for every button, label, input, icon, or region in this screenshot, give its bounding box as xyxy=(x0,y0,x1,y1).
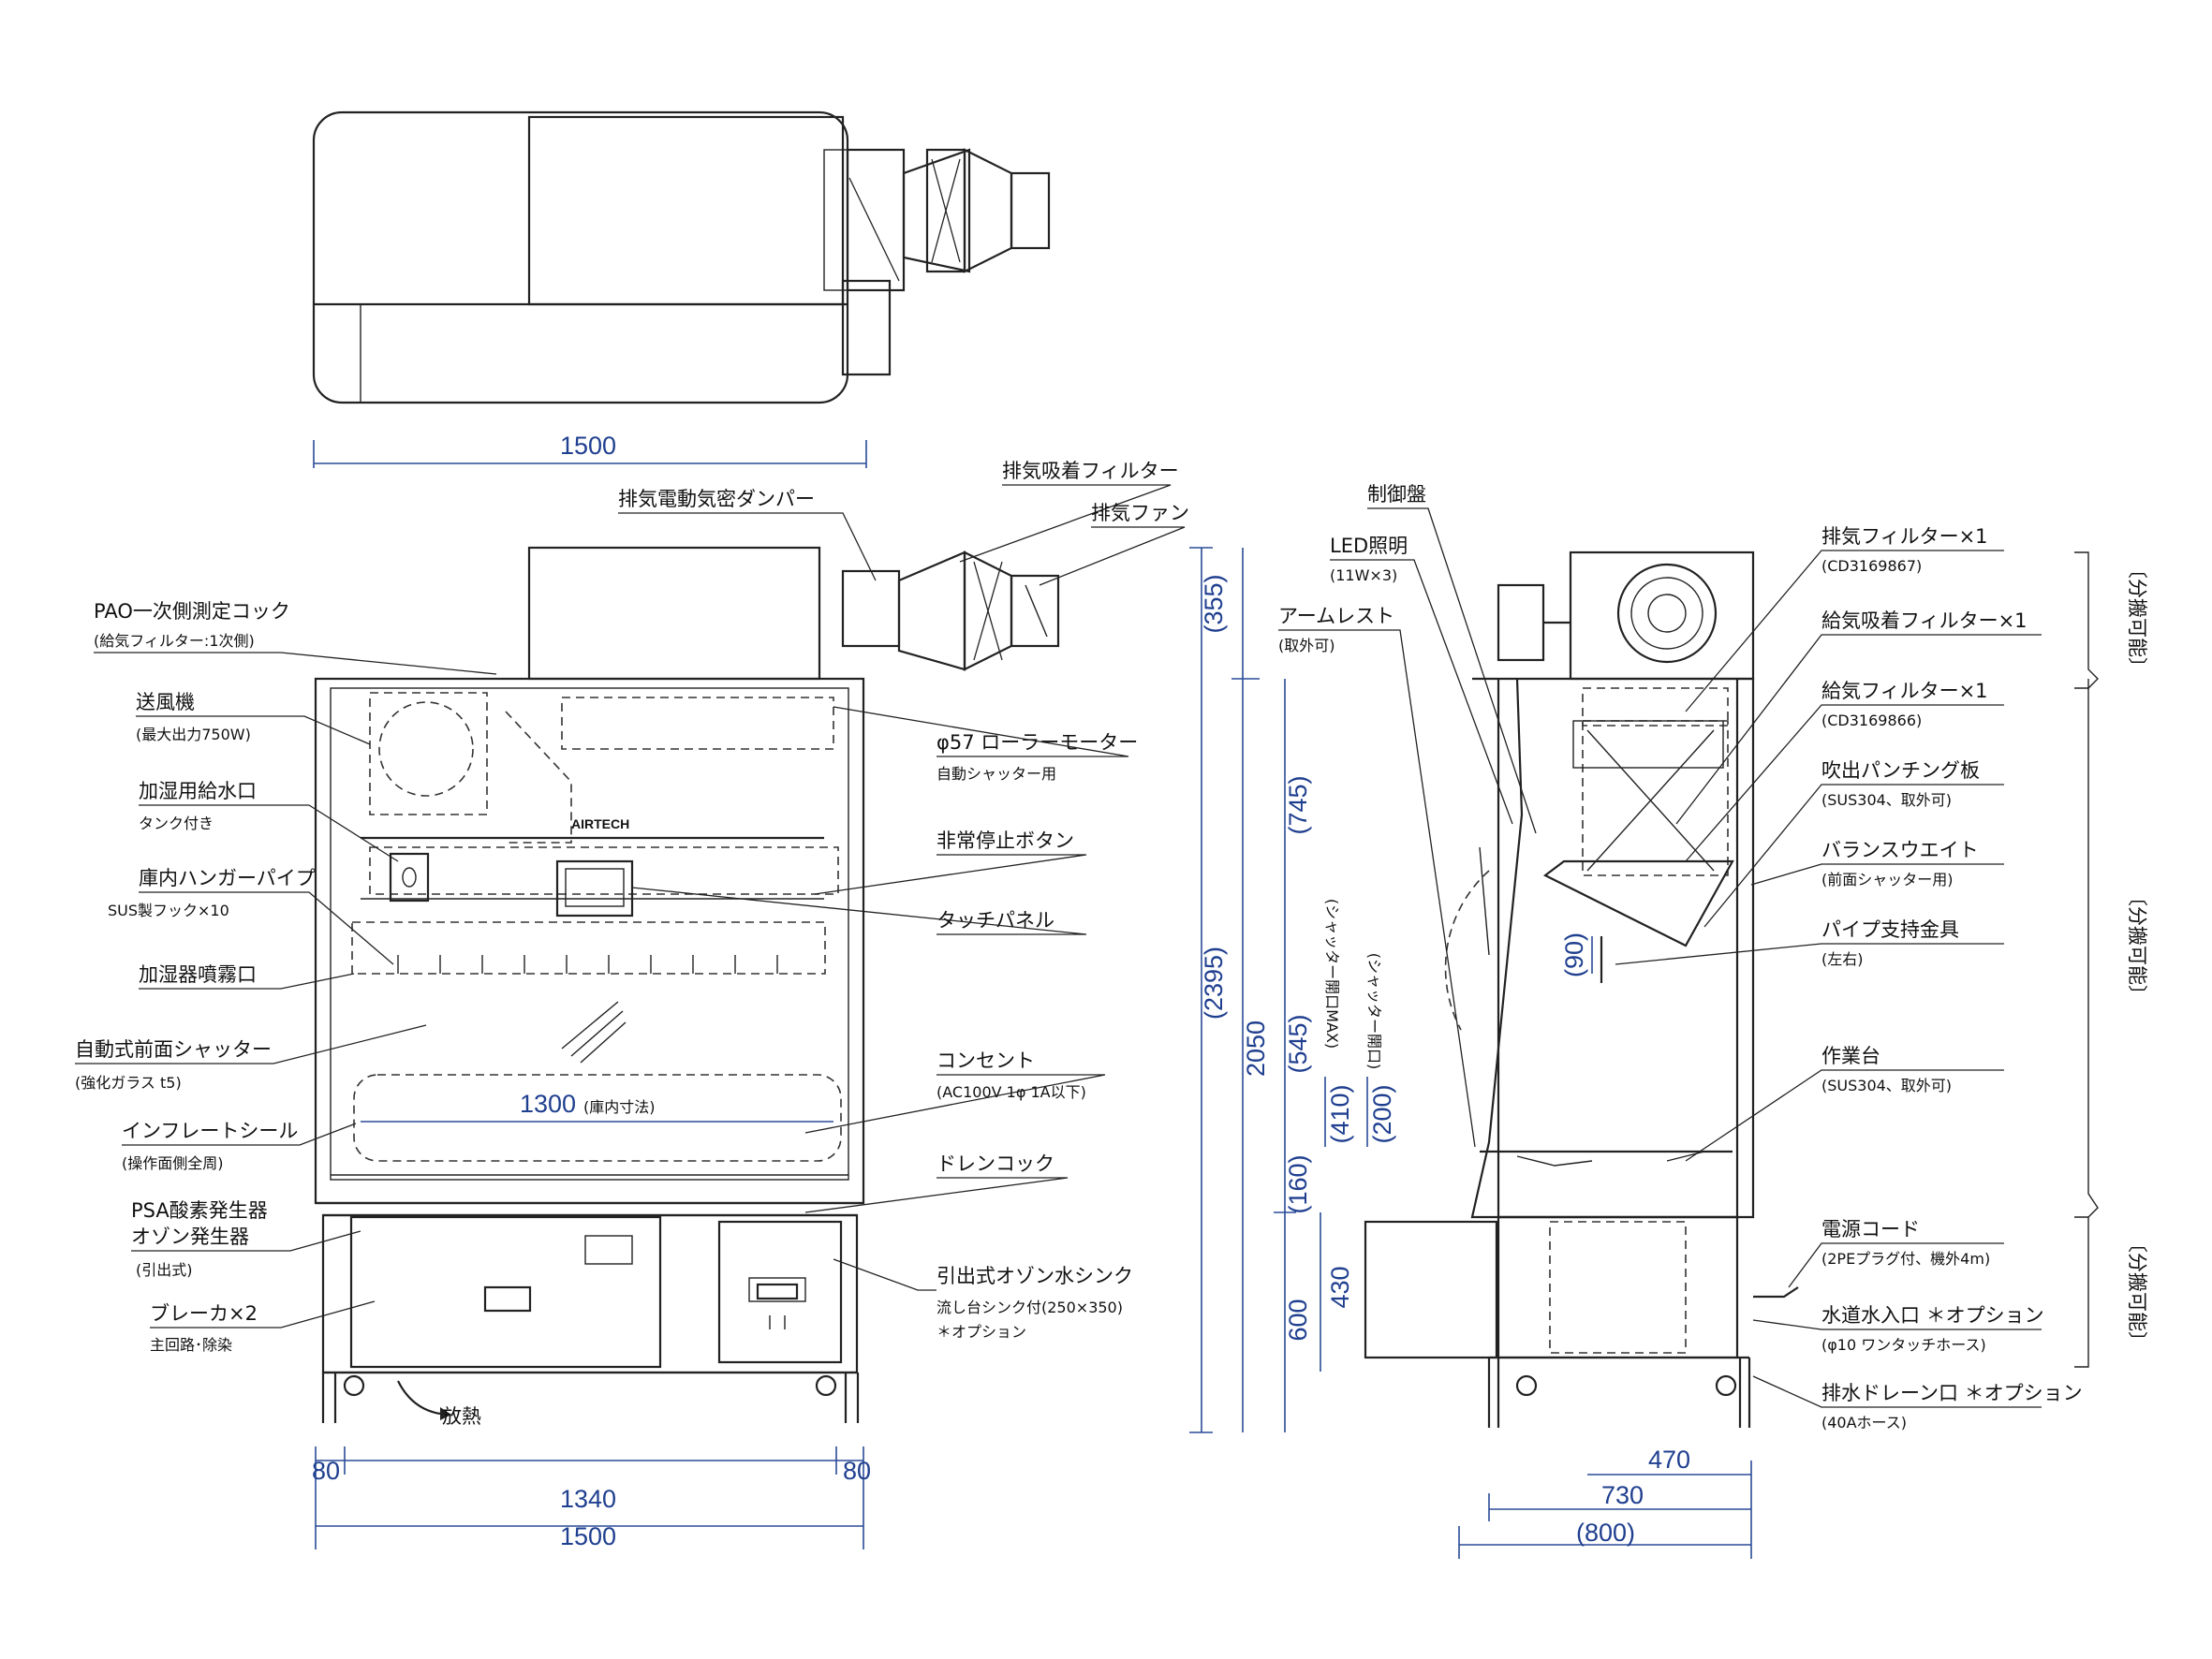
svg-text:(SUS304、取外可): (SUS304、取外可) xyxy=(1821,1077,1952,1094)
label-water-inlet: 水道水入口 ＊オプション xyxy=(1821,1304,2044,1327)
front-view: AIRTECH 1300 (庫内寸法) xyxy=(312,546,1060,1550)
bracket-label-1: 〔分搬可能〕 xyxy=(2126,559,2148,677)
label-blower: 送風機 xyxy=(136,691,195,713)
label-emergency-stop: 非常停止ボタン xyxy=(936,830,1074,852)
svg-text:(左右): (左右) xyxy=(1821,950,1864,968)
dim-90: (90) xyxy=(1560,932,1588,977)
svg-text:(強化ガラス t5): (強化ガラス t5) xyxy=(75,1074,182,1092)
dim-745: (745) xyxy=(1284,775,1312,834)
dim-355: (355) xyxy=(1200,574,1228,633)
svg-text:(操作面側全周): (操作面側全周) xyxy=(122,1154,224,1172)
label-hanger-pipe: 庫内ハンガーパイプ xyxy=(139,867,316,889)
svg-text:SUS製フック×10: SUS製フック×10 xyxy=(108,902,229,919)
label-led: LED照明 xyxy=(1330,535,1408,557)
label-exhaust-fan: 排気ファン xyxy=(1091,502,1189,524)
shutter-max-label: (シャッター開口MAX) xyxy=(1323,899,1341,1049)
dim-left-80: 80 xyxy=(312,1457,340,1485)
dim-200: (200) xyxy=(1368,1084,1396,1143)
label-humidifier-nozzle: 加湿器噴霧口 xyxy=(139,963,257,986)
bracket-label-2: 〔分搬可能〕 xyxy=(2126,887,2148,1005)
label-balance-weight: バランスウエイト xyxy=(1821,839,1979,861)
svg-text:(40Aホース): (40Aホース) xyxy=(1821,1414,1907,1431)
label-work-table: 作業台 xyxy=(1821,1045,1880,1067)
brand-logo: AIRTECH xyxy=(571,816,629,831)
dim-right-80: 80 xyxy=(843,1457,871,1485)
dim-160: (160) xyxy=(1284,1154,1312,1213)
front-right-labels: 排気電動気密ダンパー 排気吸着フィルター 排気ファン φ57 ローラーモーター … xyxy=(618,460,1189,1341)
top-view: 1500 xyxy=(312,110,1051,468)
label-exhaust-absorb-filter: 排気吸着フィルター xyxy=(1002,460,1179,482)
dim-545: (545) xyxy=(1284,1014,1312,1073)
side-right-labels: 排気フィルター×1 (CD3169867) 給気吸着フィルター×1 給気フィルタ… xyxy=(1615,525,2083,1431)
svg-text:(11W×3): (11W×3) xyxy=(1330,566,1397,584)
svg-text:(SUS304、取外可): (SUS304、取外可) xyxy=(1821,791,1952,809)
svg-text:流し台シンク付(250×350): 流し台シンク付(250×350) xyxy=(936,1299,1123,1316)
svg-text:(CD3169866): (CD3169866) xyxy=(1821,712,1922,729)
svg-text:(φ10 ワンタッチホース): (φ10 ワンタッチホース) xyxy=(1821,1336,1986,1354)
side-vertical-dims: (355) (2395) 2050 (745) (545) (160) 600 … xyxy=(1189,547,1593,1433)
label-control-panel: 制御盤 xyxy=(1367,483,1426,506)
label-ozone: オゾン発生器 xyxy=(131,1226,249,1248)
dim-470: 470 xyxy=(1648,1446,1690,1474)
front-left-labels: PAO一次側測定コック (給気フィルター:1次側) 送風機 (最大出力750W)… xyxy=(75,600,497,1354)
label-outlet: コンセント xyxy=(936,1050,1035,1072)
label-roller-motor: φ57 ローラーモーター xyxy=(936,731,1138,754)
label-punching-plate: 吹出パンチング板 xyxy=(1821,759,1980,782)
side-left-labels: 制御盤 LED照明 (11W×3) アームレスト (取外可) xyxy=(1278,483,1537,1148)
svg-text:自動シャッター用: 自動シャッター用 xyxy=(936,765,1056,783)
label-psa: PSA酸素発生器 xyxy=(131,1199,268,1222)
svg-text:(2PEプラグ付、機外4m): (2PEプラグ付、機外4m) xyxy=(1821,1250,1990,1268)
label-supply-filter: 給気フィルター×1 xyxy=(1821,680,1988,702)
label-inflate-seal: インフレートシール xyxy=(122,1120,298,1142)
dim-410: (410) xyxy=(1326,1084,1354,1143)
label-pipe-bracket: パイプ支持金具 xyxy=(1821,918,1959,941)
hanger-hooks xyxy=(397,955,778,974)
label-ozone-sink: 引出式オゾン水シンク xyxy=(936,1265,1133,1287)
label-damper: 排気電動気密ダンパー xyxy=(618,488,815,510)
heat-label: 放熱 xyxy=(442,1405,481,1428)
side-bottom-dims: 470 730 (800) xyxy=(1458,1446,1752,1559)
inner-dim: 1300 xyxy=(520,1090,576,1118)
dim-1340: 1340 xyxy=(560,1485,616,1513)
label-exhaust-filter: 排気フィルター×1 xyxy=(1821,525,1988,548)
svg-text:タンク付き: タンク付き xyxy=(139,815,214,832)
inner-dim-note: (庫内寸法) xyxy=(583,1098,656,1116)
label-front-shutter: 自動式前面シャッター xyxy=(75,1038,272,1061)
label-breaker: ブレーカ×2 xyxy=(150,1302,258,1325)
dim-730: 730 xyxy=(1601,1481,1644,1509)
label-armrest: アームレスト xyxy=(1278,605,1394,627)
svg-text:(給気フィルター:1次側): (給気フィルター:1次側) xyxy=(94,632,255,650)
svg-text:(取外可): (取外可) xyxy=(1278,637,1335,654)
label-power-cord: 電源コード xyxy=(1821,1218,1920,1241)
label-pao-cock: PAO一次側測定コック xyxy=(94,600,290,623)
dim-430: 430 xyxy=(1326,1266,1354,1308)
svg-text:(CD3169867): (CD3169867) xyxy=(1821,557,1922,575)
svg-text:(引出式): (引出式) xyxy=(136,1261,193,1279)
dim-overall-1500: 1500 xyxy=(560,1522,616,1550)
svg-text:(最大出力750W): (最大出力750W) xyxy=(136,726,251,743)
dim-800: (800) xyxy=(1576,1519,1635,1547)
dim-2050: 2050 xyxy=(1242,1020,1270,1077)
svg-text:主回路･除染: 主回路･除染 xyxy=(150,1336,232,1354)
svg-text:(前面シャッター用): (前面シャッター用) xyxy=(1821,871,1954,888)
svg-text:(AC100V 1φ 1A以下): (AC100V 1φ 1A以下) xyxy=(936,1083,1086,1101)
bracket-label-3: 〔分搬可能〕 xyxy=(2126,1233,2148,1351)
separable-brackets: 〔分搬可能〕 〔分搬可能〕 〔分搬可能〕 xyxy=(2074,551,2148,1368)
label-touch-panel: タッチパネル xyxy=(936,909,1054,932)
dim-600: 600 xyxy=(1284,1299,1312,1341)
svg-text:＊オプション: ＊オプション xyxy=(936,1323,1026,1341)
label-drain-cock: ドレンコック xyxy=(936,1152,1054,1175)
side-view xyxy=(1364,551,1799,1428)
label-humidifier-inlet: 加湿用給水口 xyxy=(139,780,257,802)
label-drain-outlet: 排水ドレーン口 ＊オプション xyxy=(1821,1382,2083,1404)
top-width-dim: 1500 xyxy=(560,432,616,460)
shutter-open-label: (シャッター開口) xyxy=(1365,953,1383,1070)
label-supply-absorb-filter: 給気吸着フィルター×1 xyxy=(1821,609,2028,632)
dim-2395: (2395) xyxy=(1200,947,1228,1020)
